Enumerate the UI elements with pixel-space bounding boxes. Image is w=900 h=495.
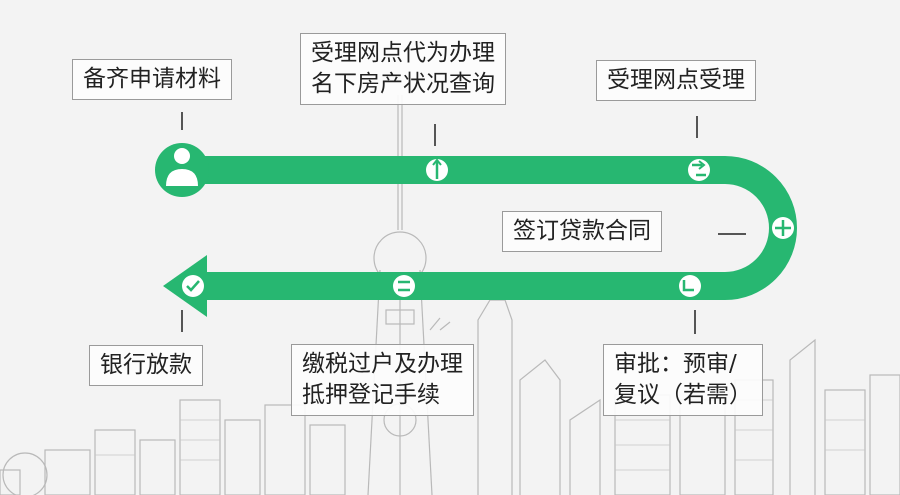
step-label-line1: 审批：预审/: [614, 351, 737, 377]
step-label-line1: 受理网点代为办理: [311, 40, 495, 66]
step-arrow-icon: [772, 217, 794, 239]
step-label: 签订贷款合同: [513, 218, 651, 244]
connector-loan: [181, 310, 183, 332]
step-bank-loan: 银行放款: [89, 345, 203, 386]
check-icon: [182, 275, 204, 297]
connector-accept: [696, 116, 698, 138]
user-icon: [155, 143, 209, 197]
step-arrow-icon: [426, 158, 448, 181]
step-label-line2: 复议（若需）: [614, 382, 752, 408]
step-label: 受理网点受理: [607, 67, 745, 93]
step-prepare-materials: 备齐申请材料: [72, 59, 232, 100]
step-property-query: 受理网点代为办理 名下房产状况查询: [300, 33, 506, 105]
step-branch-accept: 受理网点受理: [596, 60, 756, 101]
connector-approve: [694, 310, 696, 334]
track-path: [182, 156, 797, 300]
step-label-line1: 缴税过户及办理: [302, 351, 463, 377]
step-tax-transfer: 缴税过户及办理 抵押登记手续: [291, 344, 474, 416]
connector-contract: [718, 233, 746, 235]
step-approval: 审批：预审/ 复议（若需）: [603, 344, 763, 416]
step-arrow-icon: [688, 159, 710, 181]
step-label: 银行放款: [100, 352, 192, 378]
step-label-line2: 抵押登记手续: [302, 382, 440, 408]
connector-query: [434, 124, 436, 146]
step-label: 备齐申请材料: [83, 66, 221, 92]
step-arrow-icon: [679, 275, 701, 297]
step-arrow-icon: [393, 275, 415, 297]
step-label-line2: 名下房产状况查询: [311, 71, 495, 97]
step-sign-contract: 签订贷款合同: [502, 211, 662, 252]
connector-prepare: [181, 112, 183, 130]
